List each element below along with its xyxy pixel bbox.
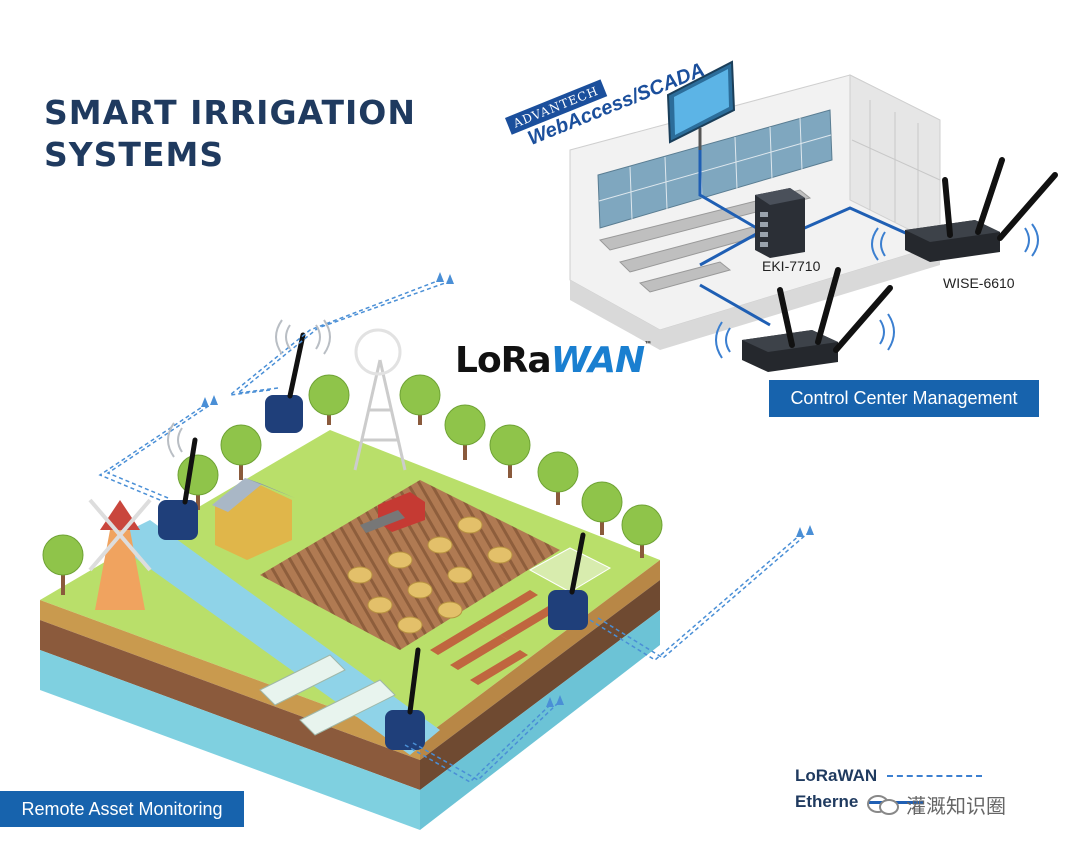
greenhouses — [259, 654, 396, 736]
lorawan-waves — [167, 319, 331, 458]
lorawan-logo-tm: ™ — [644, 340, 652, 349]
control-center-label: Control Center Management — [769, 380, 1039, 417]
scada-monitor — [666, 60, 736, 150]
sensor-node — [158, 437, 198, 540]
barn — [212, 478, 295, 560]
eki-7710-label: EKI-7710 — [762, 258, 821, 274]
garden-beds — [430, 590, 558, 685]
control-center-room — [569, 60, 941, 350]
watermark-text: 灌溉知识圈 — [906, 794, 1006, 818]
remote-asset-label: Remote Asset Monitoring — [0, 791, 244, 827]
wise-6610-gateway — [871, 157, 1058, 262]
harvester — [360, 492, 425, 533]
legend-lorawan-swatch — [887, 775, 983, 777]
legend-ethernet-label: Etherne — [795, 792, 859, 811]
lorawan-logo-wan: WAN — [550, 340, 645, 381]
farm-island — [40, 328, 663, 830]
dutch-windmill — [88, 498, 152, 610]
wise-6610-gateway-second — [715, 267, 895, 372]
sensor-node — [265, 332, 306, 433]
wechat-icon — [867, 794, 899, 815]
sensor-node — [385, 647, 425, 750]
wise-6610-label: WISE-6610 — [943, 275, 1015, 291]
watermark: 灌溉知识圈 — [866, 790, 1006, 819]
trees — [42, 374, 663, 595]
eki-7710-switch — [755, 188, 805, 258]
lorawan-logo-lora: LoRa — [455, 340, 552, 381]
hay-bales — [347, 516, 513, 634]
legend-row-lorawan: LoRaWAN — [795, 763, 983, 789]
lorawan-sensors — [158, 332, 588, 750]
windmill-tower — [353, 328, 407, 471]
page-title: SMART IRRIGATION SYSTEMS — [44, 92, 416, 176]
lorawan-logo: LoRaWAN™ — [455, 340, 652, 381]
title-line-2: SYSTEMS — [44, 135, 225, 174]
legend-lorawan-label: LoRaWAN — [795, 766, 878, 785]
title-line-1: SMART IRRIGATION — [44, 93, 416, 132]
sensor-node — [548, 532, 588, 630]
animal-pen — [528, 547, 612, 593]
uplink-arrows — [201, 272, 814, 707]
ethernet-links — [698, 150, 911, 327]
